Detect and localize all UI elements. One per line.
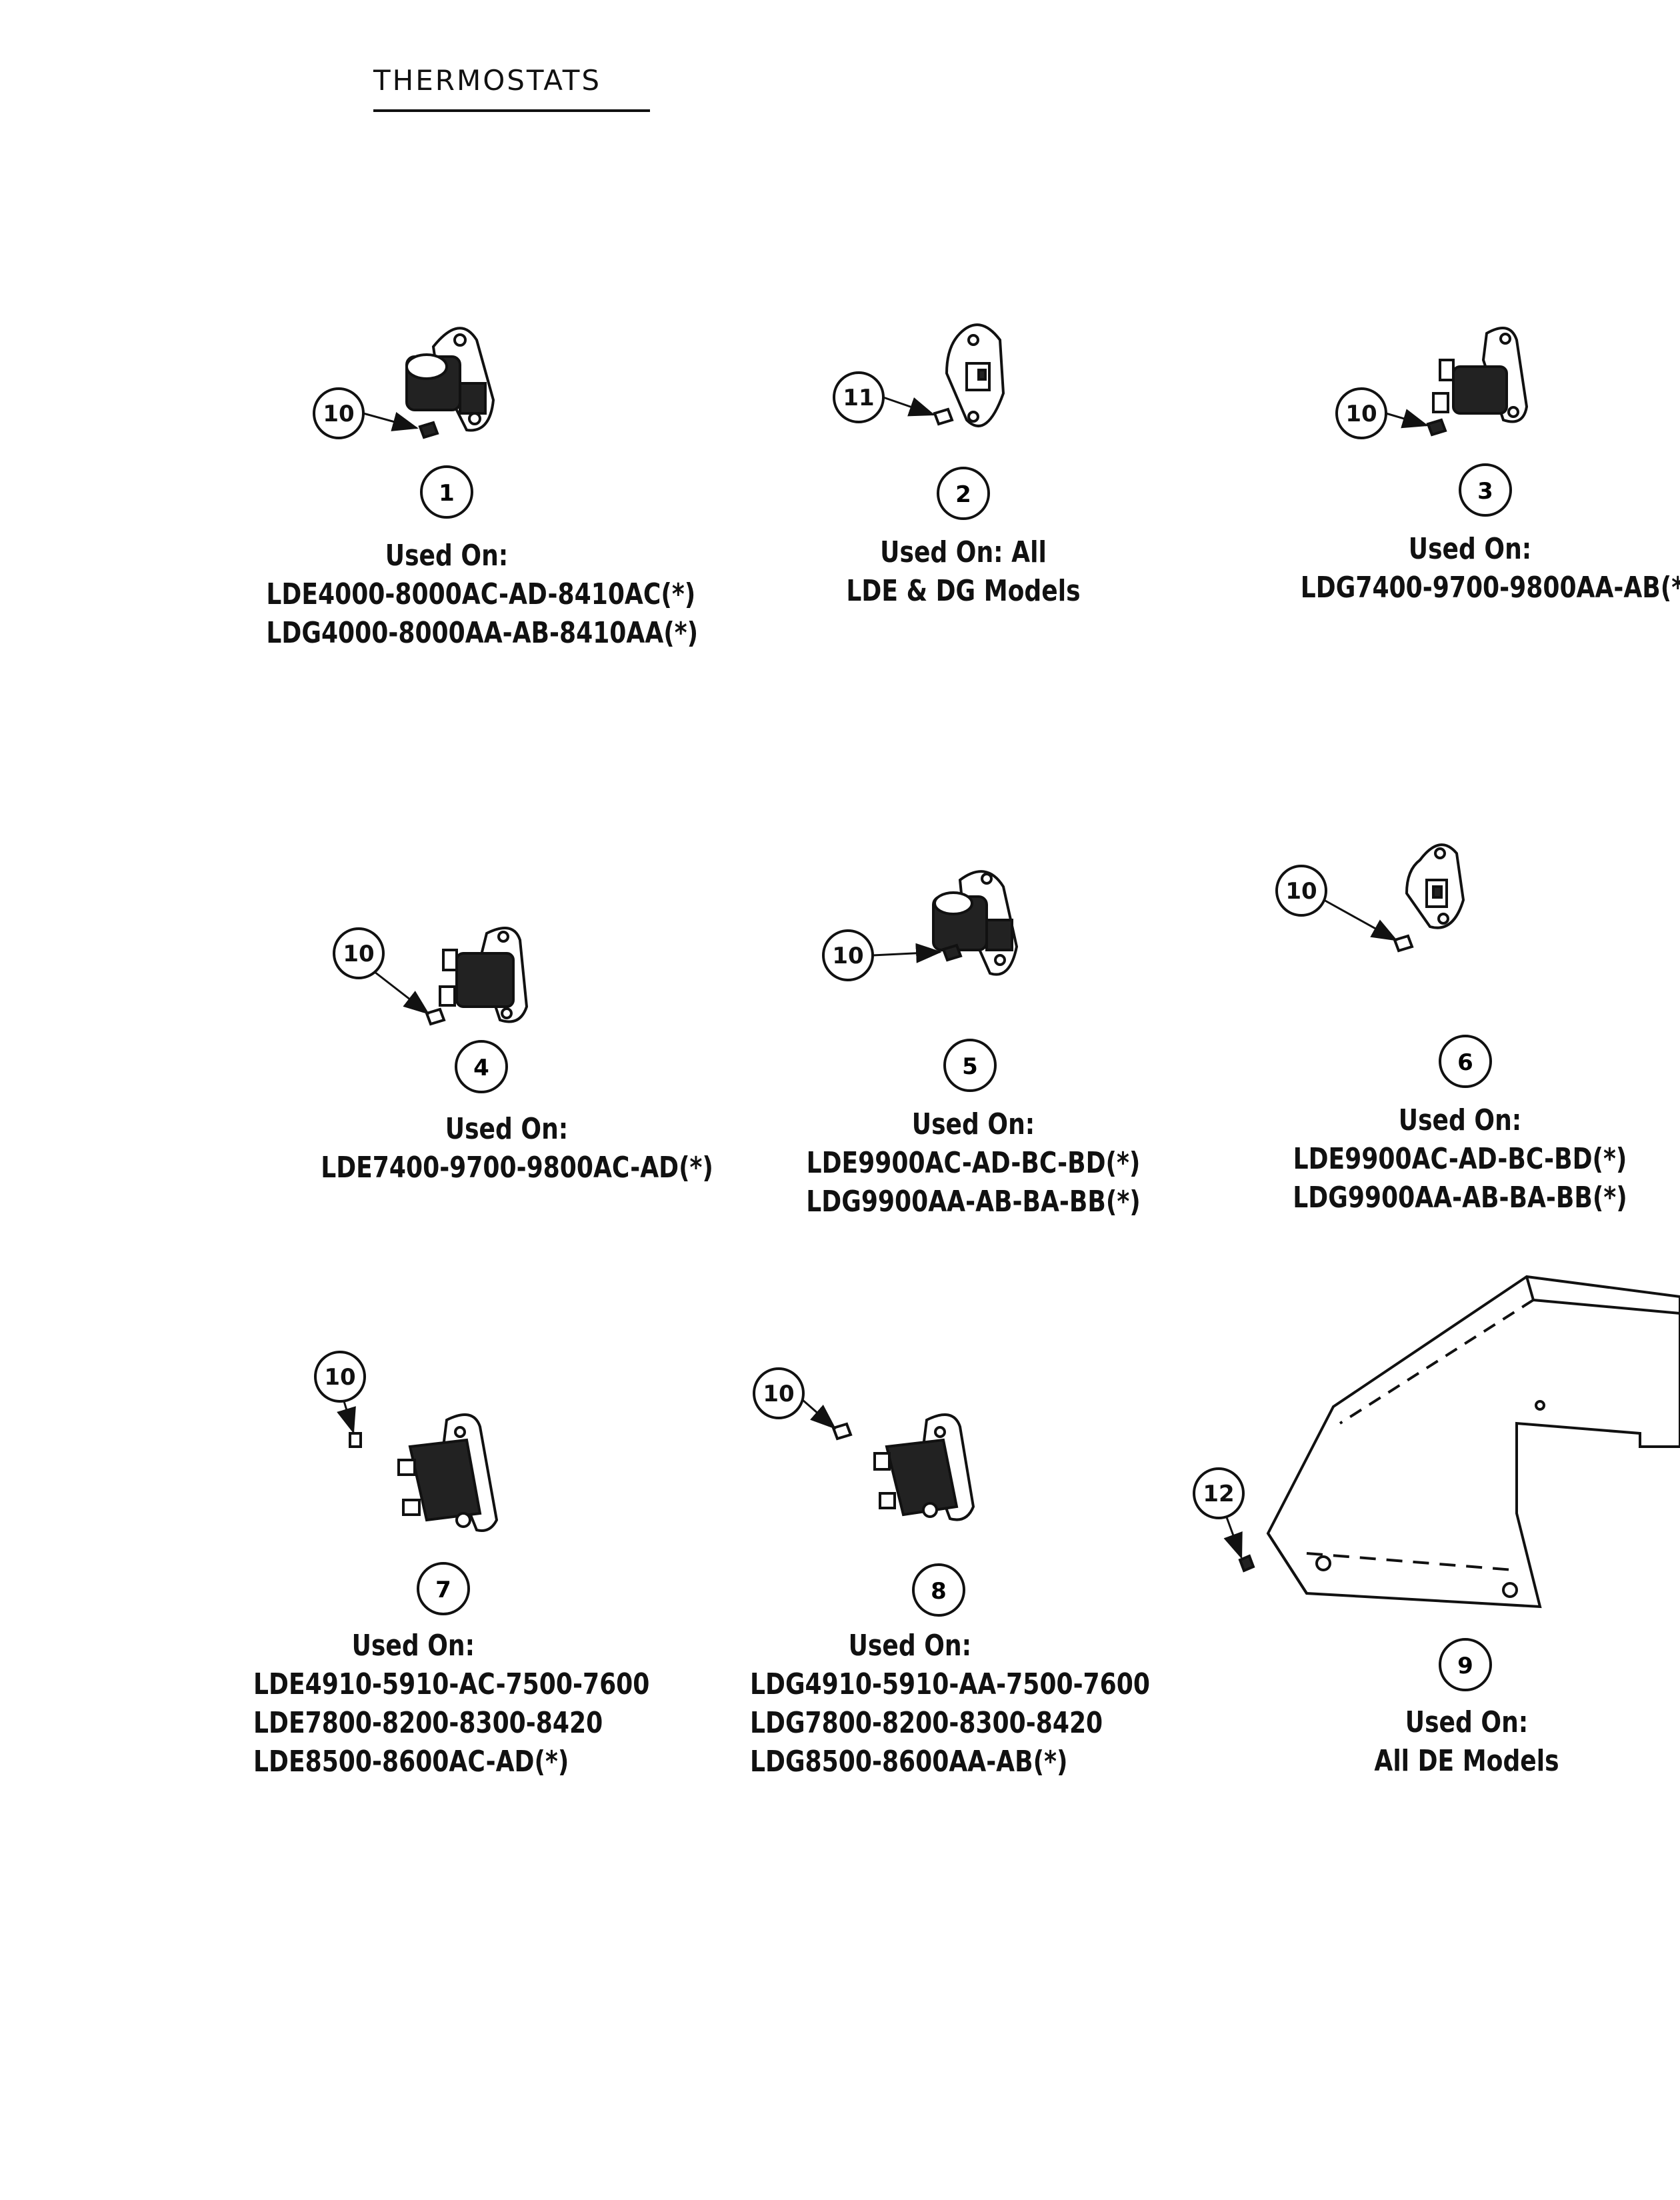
caption-line: LDG7800-8200-8300-8420 [750, 1706, 1103, 1740]
caption-part-7: Used On: LDE4910-5910-AC-7500-7600 LDE78… [253, 1627, 650, 1781]
callout-12-part-9: 12 [1193, 1467, 1245, 1559]
callout-10-part-4: 10 [333, 927, 430, 1015]
svg-text:1: 1 [439, 480, 455, 507]
caption-part-9: Used On: All DE Models [1335, 1703, 1598, 1781]
thermostat-part-7-drawing [349, 1413, 499, 1532]
caption-part-8: Used On: LDG4910-5910-AA-7500-7600 LDG78… [750, 1627, 1150, 1781]
callout-label: 10 [324, 1364, 355, 1391]
caption-part-4: Used On: LDE7400-9700-9800AC-AD(*) [321, 1110, 713, 1187]
caption-line: Used On: [1398, 1103, 1522, 1137]
caption-part-1: Used On: LDE4000-8000AC-AD-8410AC(*) LDG… [266, 537, 699, 653]
item-number-1: 1 [420, 465, 473, 519]
caption-line: LDG9900AA-AB-BA-BB(*) [1293, 1181, 1627, 1215]
bracket-part-9-drawing [1238, 1275, 1680, 1609]
callout-10-part-8: 10 [753, 1367, 837, 1429]
caption-line: LDE9900AC-AD-BC-BD(*) [806, 1146, 1141, 1180]
caption-line: Used On: [445, 1112, 569, 1146]
thermostat-part-3-drawing [1426, 327, 1529, 437]
thermostat-part-2-drawing [933, 323, 1005, 427]
caption-line: LDG8500-8600AA-AB(*) [750, 1745, 1068, 1779]
svg-text:4: 4 [473, 1055, 489, 1081]
callout-11-part-2: 11 [833, 371, 935, 423]
thermostat-part-4-drawing [425, 927, 529, 1026]
caption-line: LDE4000-8000AC-AD-8410AC(*) [266, 577, 696, 611]
caption-line: Used On: [1408, 532, 1532, 566]
callout-label: 10 [832, 943, 863, 969]
svg-text:7: 7 [435, 1577, 451, 1603]
svg-text:6: 6 [1457, 1049, 1473, 1076]
caption-line: LDG4910-5910-AA-7500-7600 [750, 1667, 1150, 1701]
caption-line: LDE & DG Models [846, 574, 1081, 608]
caption-line: Used On: [351, 1629, 475, 1663]
caption-part-2: Used On: All LDE & DG Models [827, 533, 1100, 611]
thermostat-part-6-drawing [1393, 843, 1465, 953]
callout-label: 10 [343, 941, 374, 967]
callout-label: 10 [763, 1381, 794, 1407]
caption-line: LDG4000-8000AA-AB-8410AA(*) [266, 616, 699, 650]
caption-line: LDG9900AA-AB-BA-BB(*) [806, 1185, 1141, 1219]
item-number-6: 6 [1439, 1035, 1492, 1088]
title-underline [373, 109, 650, 112]
caption-line: Used On: All [880, 535, 1047, 569]
caption-line: Used On: [848, 1629, 972, 1663]
page-title: THERMOSTATS [373, 64, 602, 97]
item-number-2: 2 [937, 467, 990, 520]
caption-line: All DE Models [1374, 1744, 1559, 1778]
caption-part-3: Used On: LDG7400-9700-9800AA-AB(* [1300, 530, 1680, 607]
callout-10-part-5: 10 [822, 929, 942, 981]
item-number-5: 5 [943, 1039, 997, 1092]
callout-10-part-6: 10 [1275, 865, 1398, 941]
thermostat-part-5-drawing [932, 870, 1019, 976]
svg-text:5: 5 [962, 1053, 978, 1080]
callout-10-part-1: 10 [313, 387, 419, 439]
svg-text:8: 8 [931, 1578, 947, 1605]
callout-10-part-3: 10 [1335, 387, 1429, 439]
svg-text:9: 9 [1457, 1653, 1473, 1679]
svg-text:2: 2 [955, 481, 971, 508]
caption-line: LDE7400-9700-9800AC-AD(*) [321, 1151, 713, 1185]
callout-label: 12 [1203, 1481, 1234, 1507]
caption-part-6: Used On: LDE9900AC-AD-BC-BD(*) LDG9900AA… [1291, 1101, 1629, 1217]
item-number-3: 3 [1459, 463, 1512, 517]
svg-text:3: 3 [1477, 478, 1493, 505]
callout-10-part-7: 10 [314, 1351, 366, 1434]
caption-line: LDE7800-8200-8300-8420 [253, 1706, 603, 1740]
callout-label: 10 [1285, 878, 1317, 905]
caption-line: LDG7400-9700-9800AA-AB(* [1300, 571, 1680, 605]
callout-label: 11 [843, 385, 874, 411]
callout-label: 10 [323, 401, 354, 427]
item-number-4: 4 [455, 1040, 508, 1093]
item-number-9: 9 [1439, 1638, 1492, 1691]
caption-line: LDE8500-8600AC-AD(*) [253, 1745, 569, 1779]
caption-line: Used On: [385, 539, 509, 573]
item-number-8: 8 [912, 1563, 965, 1617]
thermostat-part-1-drawing [405, 327, 495, 439]
caption-part-5: Used On: LDE9900AC-AD-BC-BD(*) LDG9900AA… [804, 1105, 1143, 1221]
caption-line: LDE9900AC-AD-BC-BD(*) [1293, 1142, 1627, 1176]
caption-line: Used On: [1405, 1705, 1529, 1739]
callout-label: 10 [1345, 401, 1377, 427]
item-number-7: 7 [417, 1562, 470, 1615]
thermostat-part-8-drawing [831, 1413, 975, 1521]
caption-line: Used On: [911, 1107, 1035, 1141]
caption-line: LDE4910-5910-AC-7500-7600 [253, 1667, 650, 1701]
